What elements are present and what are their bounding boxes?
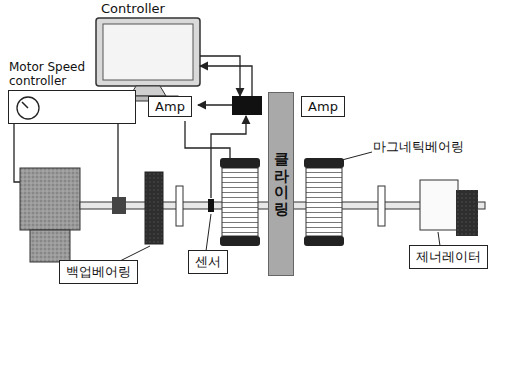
- label-box: Amp: [148, 96, 192, 117]
- disk: [378, 186, 385, 226]
- backup-bearing: [145, 172, 163, 244]
- node-text: 센서: [195, 253, 221, 271]
- controller-label: Controller: [100, 1, 166, 16]
- node-text: Motor Speed controller: [9, 61, 109, 89]
- label-box: 백업베어링: [59, 260, 138, 284]
- speed-controller-box: Motor Speed controller: [8, 90, 136, 124]
- sensor: [208, 199, 214, 212]
- label-box: Amp: [301, 96, 345, 117]
- controller-monitor: [96, 18, 200, 101]
- rotor-band: 클라이링: [268, 92, 294, 276]
- node-text: 제너레이터: [416, 248, 481, 266]
- node-text: Amp: [308, 99, 338, 114]
- part-label: 마그네틱베어링: [372, 138, 465, 156]
- speed-dial: [13, 93, 43, 123]
- motor: [20, 168, 80, 262]
- coupling: [112, 197, 126, 214]
- node-text: Amp: [155, 99, 185, 114]
- interface-box: [232, 96, 262, 115]
- node-text: 클라이링: [274, 151, 289, 217]
- generator: [420, 180, 478, 236]
- label-box: 제너레이터: [409, 245, 488, 269]
- node-text: 백업베어링: [66, 263, 131, 281]
- disk: [176, 186, 183, 226]
- label-box: 센서: [188, 250, 228, 274]
